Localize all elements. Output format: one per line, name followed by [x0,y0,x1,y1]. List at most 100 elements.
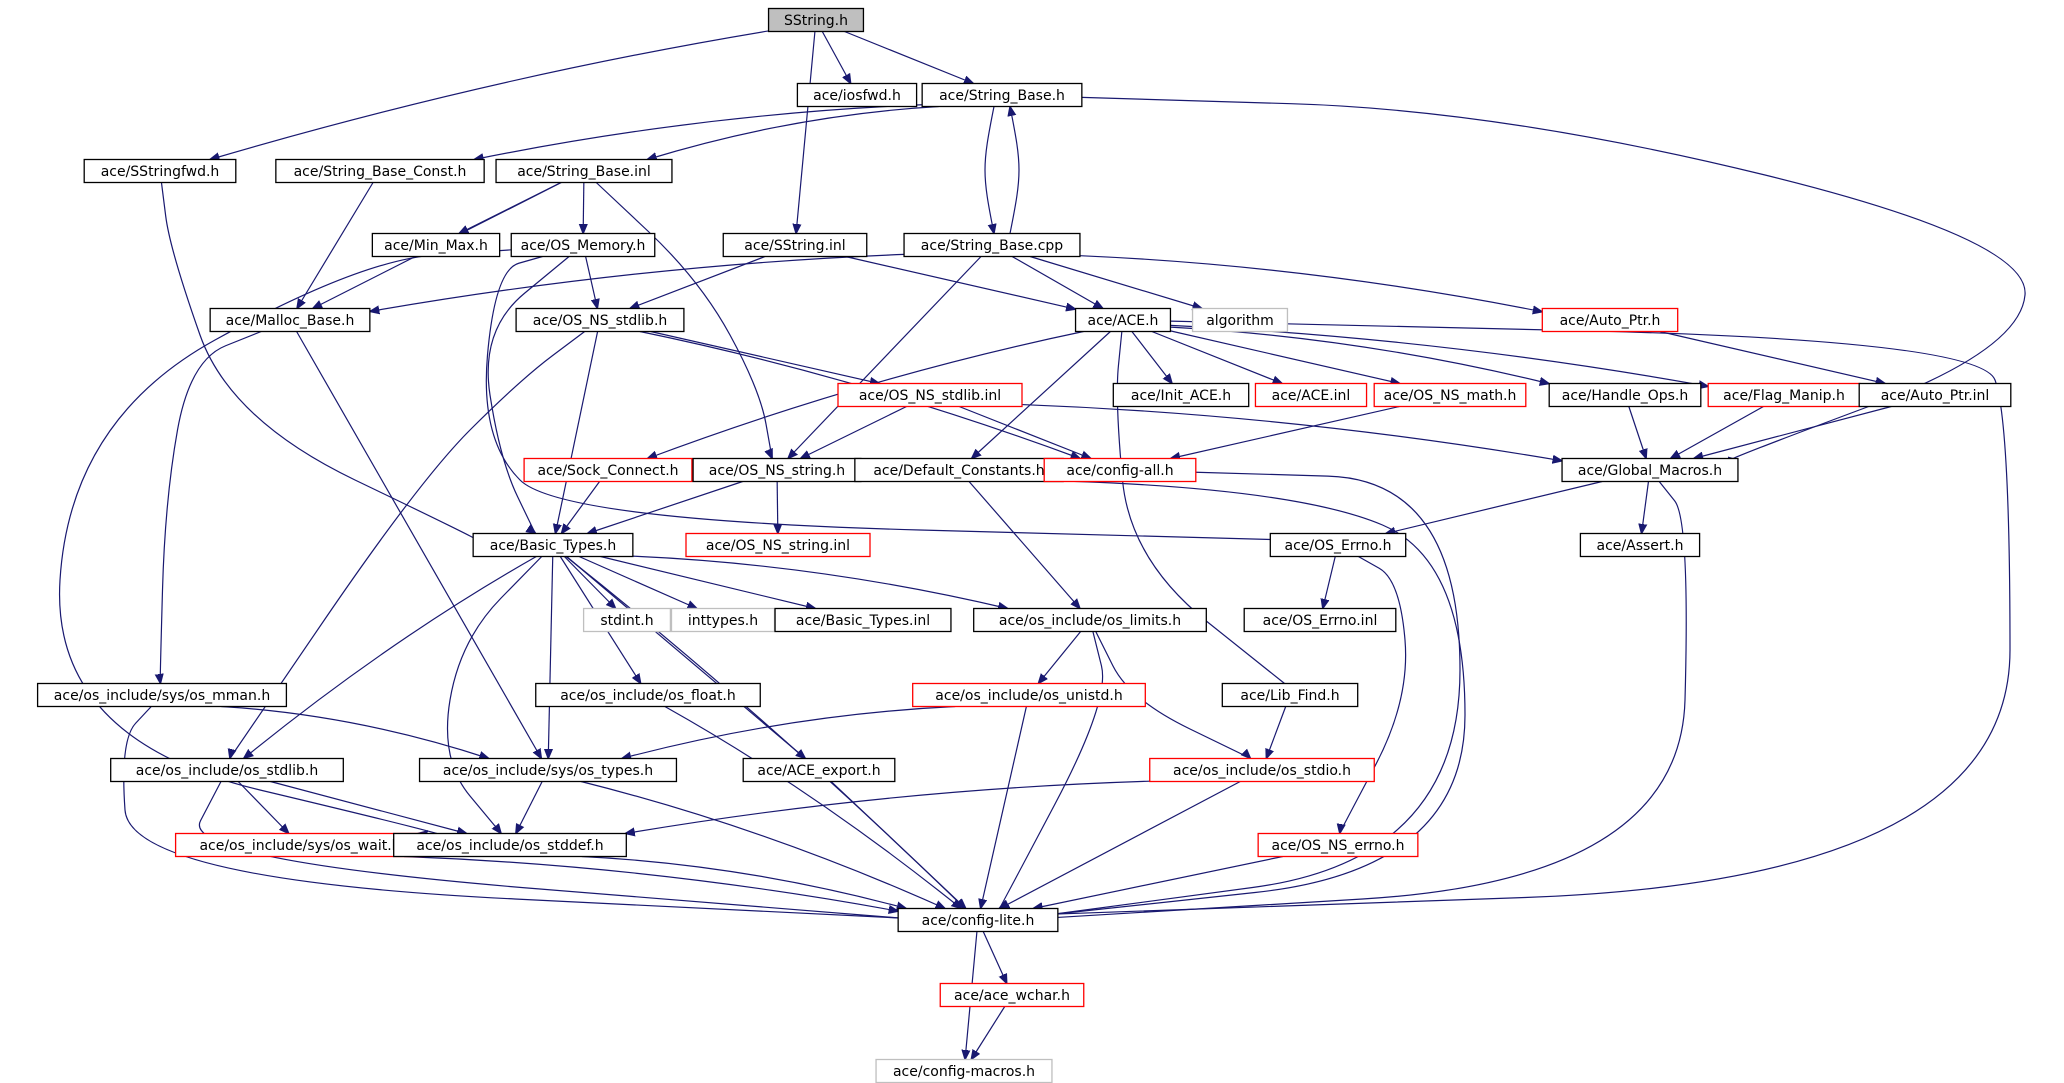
node-config_macros[interactable]: ace/config-macros.h [875,1058,1053,1083]
node-box[interactable] [1149,757,1375,783]
node-box[interactable] [912,682,1146,708]
node-os_float[interactable]: ace/os_include/os_float.h [535,682,761,708]
node-os_stdlib_h[interactable]: ace/os_include/os_stdlib.h [110,757,344,783]
node-box[interactable] [722,232,868,258]
node-string_base_cpp[interactable]: ace/String_Base.cpp [903,232,1081,258]
node-box[interactable] [1561,457,1739,483]
node-assert_h[interactable]: ace/Assert.h [1579,532,1701,558]
node-min_max[interactable]: ace/Min_Max.h [371,232,501,258]
node-config_all[interactable]: ace/config-all.h [1043,457,1197,483]
node-ace_wchar[interactable]: ace/ace_wchar.h [939,982,1085,1008]
edge-os_mman-to-os_types [221,705,489,759]
node-box[interactable] [371,232,501,258]
node-init_ace[interactable]: ace/Init_ACE.h [1112,382,1250,408]
node-os_errno_h[interactable]: ace/OS_Errno.h [1269,532,1407,558]
node-ace_export[interactable]: ace/ACE_export.h [742,757,896,783]
node-box[interactable] [1074,307,1172,333]
node-box[interactable] [939,982,1085,1008]
node-os_wait[interactable]: ace/os_include/sys/os_wait.h [174,832,426,858]
node-os_unistd[interactable]: ace/os_include/os_unistd.h [912,682,1146,708]
node-algorithm[interactable]: algorithm [1191,307,1289,333]
edge-os_limits-to-os_unistd [1038,631,1082,684]
node-malloc_base[interactable]: ace/Malloc_Base.h [209,307,371,333]
node-box[interactable] [1579,532,1701,558]
node-os_ns_string_inl[interactable]: ace/OS_NS_string.inl [685,532,871,558]
node-box[interactable] [1221,682,1359,708]
node-iosfwd[interactable]: ace/iosfwd.h [796,82,918,108]
node-box[interactable] [837,382,1023,408]
node-box[interactable] [1858,382,2012,408]
node-inttypes[interactable]: inttypes.h [670,607,776,633]
node-box[interactable] [1243,607,1397,633]
node-box[interactable] [418,757,678,783]
node-ace_inl[interactable]: ace/ACE.inl [1254,382,1368,408]
node-basic_types_h[interactable]: ace/Basic_Types.h [472,532,634,558]
node-box[interactable] [903,232,1081,258]
node-auto_ptr_h[interactable]: ace/Auto_Ptr.h [1541,307,1679,333]
node-box[interactable] [523,457,693,483]
node-box[interactable] [1269,532,1407,558]
node-os_ns_math[interactable]: ace/OS_NS_math.h [1373,382,1527,408]
node-box[interactable] [1373,382,1527,408]
node-box[interactable] [393,832,627,858]
node-os_ns_stdlib_h[interactable]: ace/OS_NS_stdlib.h [515,307,685,333]
node-box[interactable] [973,607,1207,633]
node-os_ns_string_h[interactable]: ace/OS_NS_string.h [692,457,862,483]
node-stdint[interactable]: stdint.h [582,607,672,633]
node-ace_h[interactable]: ace/ACE.h [1074,307,1172,333]
node-box[interactable] [515,307,685,333]
node-label: ace/Sock_Connect.h [537,463,678,479]
node-sstring_inl[interactable]: ace/SString.inl [722,232,868,258]
node-sstring_h[interactable]: SString.h [767,7,865,33]
node-box[interactable] [1043,457,1197,483]
node-box[interactable] [1254,382,1368,408]
node-box[interactable] [774,607,952,633]
node-os_types[interactable]: ace/os_include/sys/os_types.h [418,757,678,783]
node-basic_types_inl[interactable]: ace/Basic_Types.inl [774,607,952,633]
node-box[interactable] [209,307,371,333]
node-os_errno_inl[interactable]: ace/OS_Errno.inl [1243,607,1397,633]
node-box[interactable] [275,158,485,184]
node-box[interactable] [767,7,865,33]
node-box[interactable] [921,82,1083,108]
node-box[interactable] [36,682,288,708]
node-box[interactable] [110,757,344,783]
edge-ace_wchar-to-config_macros [971,1006,1006,1060]
node-flag_manip[interactable]: ace/Flag_Manip.h [1707,382,1861,408]
node-auto_ptr_inl[interactable]: ace/Auto_Ptr.inl [1858,382,2012,408]
node-os_stddef[interactable]: ace/os_include/os_stddef.h [393,832,627,858]
node-box[interactable] [685,532,871,558]
node-lib_find[interactable]: ace/Lib_Find.h [1221,682,1359,708]
node-sstringfwd[interactable]: ace/SStringfwd.h [83,158,237,184]
node-box[interactable] [1548,382,1702,408]
node-global_macros[interactable]: ace/Global_Macros.h [1561,457,1739,483]
node-handle_ops[interactable]: ace/Handle_Ops.h [1548,382,1702,408]
node-sock_connect[interactable]: ace/Sock_Connect.h [523,457,693,483]
node-label: ace/OS_Errno.inl [1263,613,1378,629]
node-os_mman[interactable]: ace/os_include/sys/os_mman.h [36,682,288,708]
node-string_base_const[interactable]: ace/String_Base_Const.h [275,158,485,184]
node-box[interactable] [472,532,634,558]
node-box[interactable] [742,757,896,783]
node-box[interactable] [582,607,672,633]
node-default_constants[interactable]: ace/Default_Constants.h [854,457,1064,483]
node-box[interactable] [1541,307,1679,333]
node-box[interactable] [535,682,761,708]
node-os_ns_stdlib_inl[interactable]: ace/OS_NS_stdlib.inl [837,382,1023,408]
node-os_memory[interactable]: ace/OS_Memory.h [510,232,656,258]
node-config_lite[interactable]: ace/config-lite.h [897,907,1059,933]
node-box[interactable] [495,158,673,184]
node-box[interactable] [83,158,237,184]
node-os_limits[interactable]: ace/os_include/os_limits.h [973,607,1207,633]
node-box[interactable] [1257,832,1419,858]
node-box[interactable] [897,907,1059,933]
node-os_stdio[interactable]: ace/os_include/os_stdio.h [1149,757,1375,783]
node-string_base_inl[interactable]: ace/String_Base.inl [495,158,673,184]
node-box[interactable] [510,232,656,258]
node-box[interactable] [1191,307,1289,333]
node-string_base_h[interactable]: ace/String_Base.h [921,82,1083,108]
node-box[interactable] [796,82,918,108]
edge-os_ns_stdlib_inl-to-config_all [958,405,1091,459]
node-box[interactable] [1112,382,1250,408]
node-os_ns_errno[interactable]: ace/OS_NS_errno.h [1257,832,1419,858]
